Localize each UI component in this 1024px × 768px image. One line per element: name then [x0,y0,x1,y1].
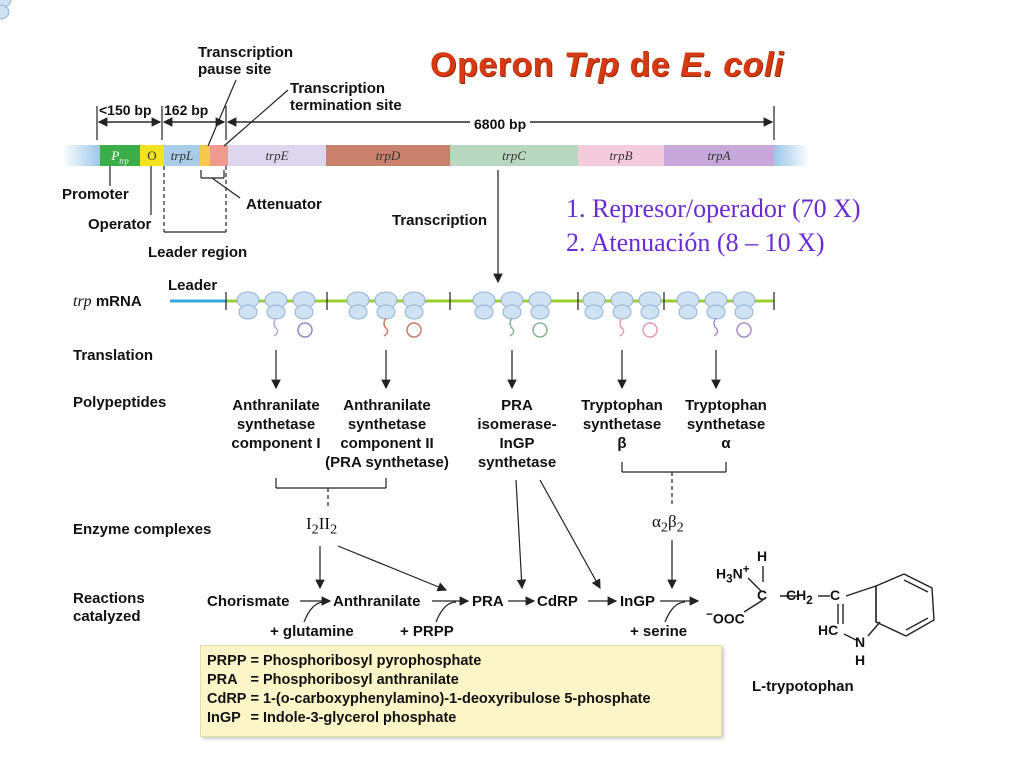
leader-region-label: Leader region [148,244,248,261]
enzyme-complexes-label: Enzyme complexes [73,521,212,538]
atom-h: H [757,548,768,564]
polypeptide-3: PRA isomerase- InGP synthetase [477,397,557,471]
atom-nh: H [855,652,866,668]
gene-trpE: trpE [265,148,289,163]
complex-i2ii2: I2II2 [306,514,338,538]
legend-row: InGP= Indole-3-glycerol phosphate [207,710,457,726]
cdrp: CdRP [537,593,578,610]
bp-6800-label: 6800 bp [470,116,531,132]
gene-trpA: trpA [707,148,731,163]
termination-site-label: Transcription termination site [290,80,402,114]
bp-150-label: <150 bp [99,102,152,118]
reactions-label: Reactions catalyzed [73,590,145,625]
atom-c: C [757,587,768,603]
gene-trpD: trpD [375,148,401,163]
regulation-notes: 1. Represor/operador (70 X) 2. Atenuació… [566,192,861,260]
glutamine: + glutamine [270,623,354,640]
page-title: Operon Trp de E. coli [430,46,784,84]
mrna-label: trp mRNA [73,293,142,310]
atom-n: N [855,634,866,650]
transcription-label: Transcription [392,212,488,229]
atom-ch2: CH2 [786,587,813,607]
legend-row: CdRP= 1-(o-carboxyphenylamino)-1-deoxyri… [207,691,651,707]
note-item: 2. Atenuación (8 – 10 X) [566,228,825,257]
pause-site-label: Transcription pause site [198,44,294,78]
gene-ptrp: Ptrp [111,148,129,166]
legend-row: PRA= Phosphoribosyl anthranilate [207,672,459,688]
gene-o: O [147,148,157,163]
atom-ooc: −OOC [706,608,745,627]
translation-label: Translation [73,347,154,364]
product-name: L-trypotophan [752,678,854,695]
polypeptide-4: Tryptophan synthetase β [581,397,663,452]
legend-row: PRPP= Phosphoribosyl pyrophosphate [207,653,482,669]
ingp: InGP [620,593,656,610]
gene-trpL: trpL [170,148,194,163]
gene-trpB: trpB [609,148,633,163]
polypeptide-5: Tryptophan synthetase α [685,397,767,452]
polypeptides-label: Polypeptides [73,394,167,411]
serine: + serine [630,623,688,640]
atom-c2: C [830,587,841,603]
gene-trpC: trpC [502,148,526,163]
dna-bar [62,145,810,166]
polypeptide-1: Anthranilate synthetase component I [231,397,321,452]
polypeptide-2: Anthranilate synthetase component II (PR… [325,397,449,471]
note-item: 1. Represor/operador (70 X) [566,194,861,223]
ribosomes [0,0,12,20]
prpp: + PRPP [400,623,454,640]
tryptophan-structure [743,566,935,641]
promoter-label: Promoter [62,186,129,203]
chorismate: Chorismate [207,593,290,610]
operator-label: Operator [88,216,152,233]
anthranilate: Anthranilate [333,593,421,610]
atom-h3n: H3N+ [716,563,750,586]
attenuator-label: Attenuator [246,196,322,213]
atom-hc: HC [818,622,839,638]
pra: PRA [472,593,504,610]
complex-a2b2: α2β2 [652,512,684,536]
abbreviation-legend: PRPP= Phosphoribosyl pyrophosphate PRA= … [200,645,722,737]
leader-label: Leader [168,277,218,294]
bp-162-label: 162 bp [164,102,209,118]
